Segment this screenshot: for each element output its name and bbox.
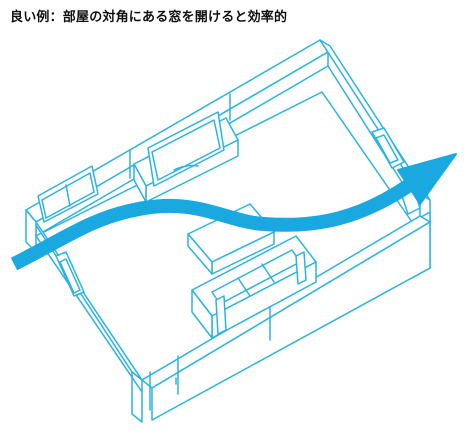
arrow-head	[397, 153, 457, 205]
left-wall	[25, 209, 143, 423]
window-left	[55, 251, 85, 297]
window-top-left	[37, 165, 99, 223]
sofa	[191, 235, 317, 339]
television	[147, 111, 225, 187]
bottom-wall	[141, 215, 431, 421]
airflow-arrow	[10, 153, 457, 271]
diagram-caption: 良い例：部屋の対角にある窓を開けると効率的	[10, 10, 288, 25]
